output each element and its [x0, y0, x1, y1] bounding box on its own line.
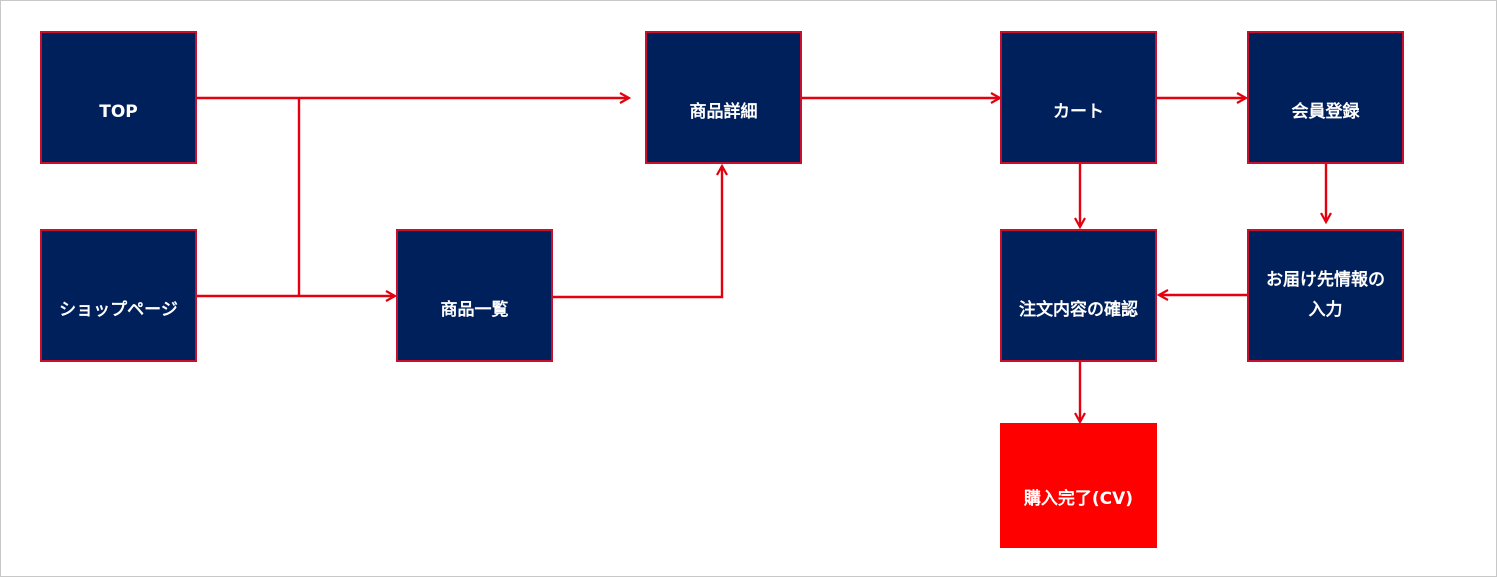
node-top: TOP	[40, 31, 197, 164]
node-product-list-label: 商品一覧	[440, 300, 509, 320]
node-order-confirmation: 注文内容の確認	[1000, 229, 1157, 362]
arrow-product-list-to-detail	[552, 166, 722, 299]
node-cart: カート	[1000, 31, 1157, 164]
node-delivery-info: お届け先情報の 入力	[1247, 229, 1404, 362]
node-delivery-info-label: お届け先情報の 入力	[1266, 270, 1385, 320]
node-product-list: 商品一覧	[396, 229, 553, 362]
node-top-label: TOP	[99, 102, 138, 122]
node-product-detail-label: 商品詳細	[689, 102, 758, 122]
node-shop-page: ショップページ	[40, 229, 197, 362]
node-cart-label: カート	[1053, 102, 1104, 122]
node-purchase-complete-label: 購入完了(CV)	[1023, 489, 1134, 509]
node-purchase-complete: 購入完了(CV)	[1000, 423, 1157, 548]
node-member-registration-label: 会員登録	[1291, 102, 1360, 122]
node-shop-page-label: ショップページ	[59, 300, 178, 320]
node-member-registration: 会員登録	[1247, 31, 1404, 164]
node-order-confirmation-label: 注文内容の確認	[1019, 300, 1138, 320]
node-product-detail: 商品詳細	[645, 31, 802, 164]
